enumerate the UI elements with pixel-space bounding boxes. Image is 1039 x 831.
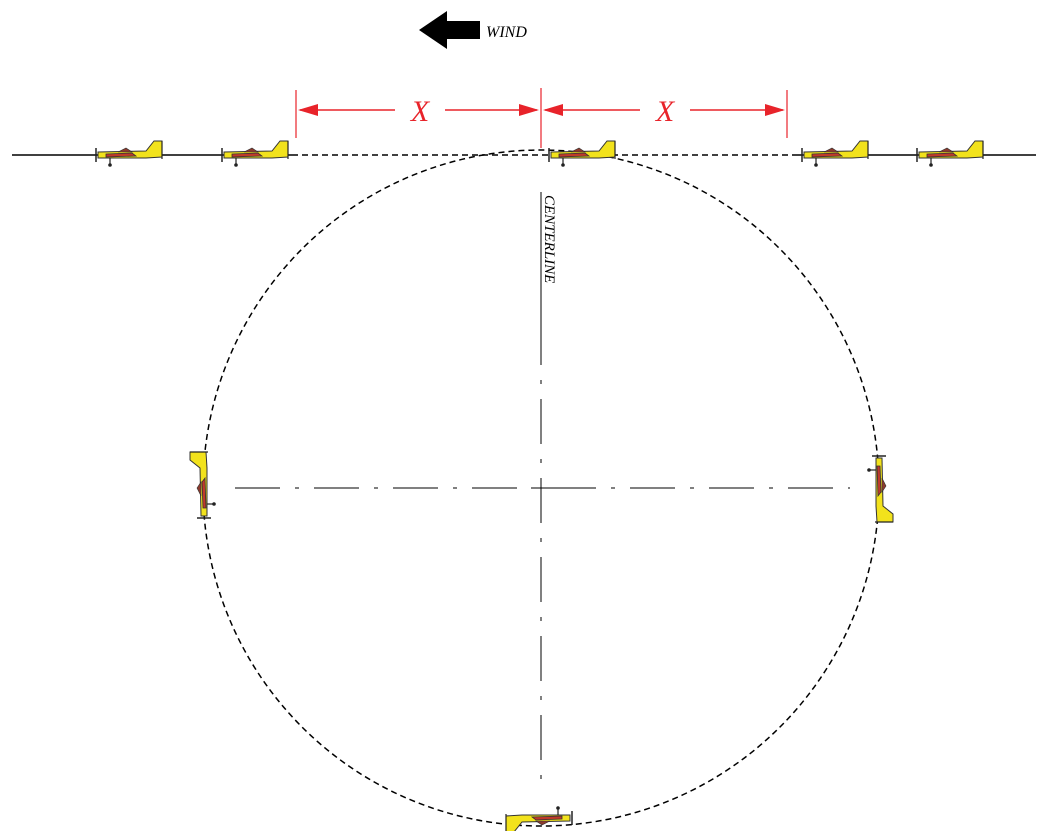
dimension-label-left: X [410, 95, 431, 128]
wind-label: WIND [486, 24, 527, 41]
aircraft-icon [866, 455, 894, 523]
dimension-arrowhead [519, 104, 539, 116]
dimension-arrowhead [765, 104, 785, 116]
dimension-label-right: X [655, 95, 676, 128]
aircraft-icon [221, 140, 289, 168]
aircraft-icon [505, 805, 573, 831]
crosshair [235, 320, 850, 790]
aircraft-icon [801, 140, 869, 168]
dimension-lines [295, 88, 788, 148]
wind-indicator: WIND [419, 11, 527, 49]
aircraft-icon [189, 451, 217, 519]
centerline-label: CENTERLINE [541, 195, 557, 283]
aircraft-icon [548, 140, 616, 168]
aircraft-icon [916, 140, 984, 168]
arrow-left-icon [419, 11, 480, 49]
aircraft-icon [95, 140, 163, 168]
dimension-arrowhead [543, 104, 563, 116]
dimension-arrowhead [298, 104, 318, 116]
